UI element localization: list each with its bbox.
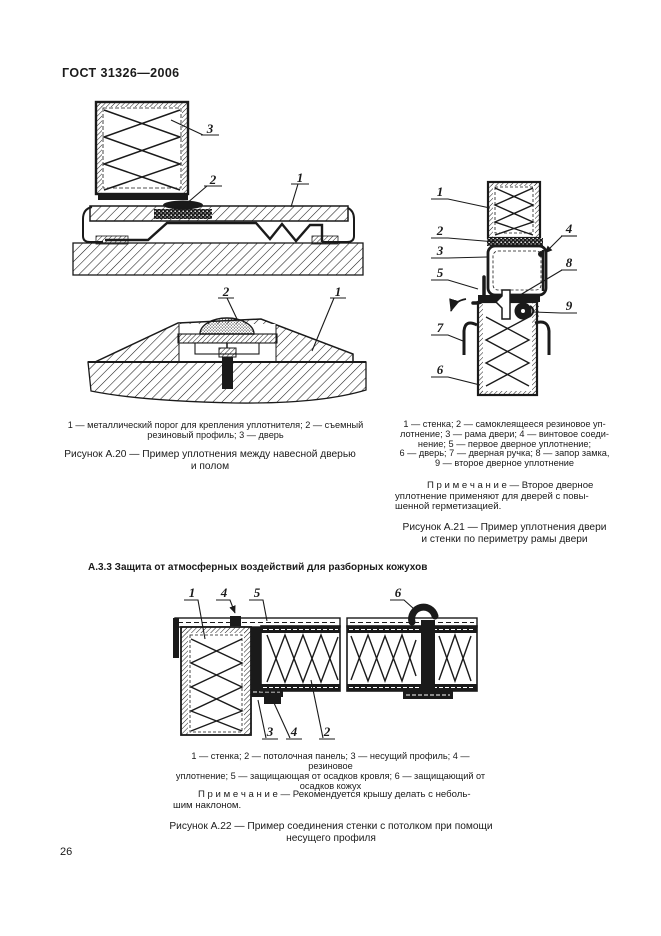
callout-1: 1 [335, 284, 342, 299]
callout-4-bottom: 4 [290, 724, 298, 739]
anchor-bolt [194, 342, 260, 389]
figure-a20-top-drawing: 3 2 1 [72, 100, 364, 276]
rubber-dome-seal [177, 317, 278, 344]
ceiling-panel-right [346, 625, 478, 692]
second-door-seal [514, 302, 535, 320]
callout-3: 3 [436, 243, 444, 258]
figure-a22-drawing: 1 4 5 6 3 4 2 [173, 585, 478, 740]
section-heading: А.3.3 Защита от атмосферных воздействий … [88, 562, 428, 573]
callout-1: 1 [437, 184, 444, 199]
floor-section [72, 242, 364, 276]
callout-2: 2 [222, 284, 230, 299]
callout-5: 5 [254, 585, 261, 600]
adhesive-rubber-seal [487, 238, 543, 246]
callouts: 1 4 5 6 3 4 2 [184, 585, 415, 740]
figure-a21-legend: 1 — стенка; 2 — самоклеящееся резиновое … [399, 419, 610, 469]
figure-a20-bottom-drawing: 2 1 [87, 284, 367, 404]
note-text: П р и м е ч а н и е — Рекомендуется крыш… [173, 789, 471, 811]
swing-arrow [449, 298, 467, 312]
callout-2: 2 [209, 172, 217, 187]
callouts: 2 1 [218, 284, 346, 352]
figure-a22-legend: 1 — стенка; 2 — потолочная панель; 3 — н… [175, 751, 486, 791]
door-handles [462, 320, 551, 355]
page-number: 26 [60, 846, 73, 858]
callout-1: 1 [189, 585, 196, 600]
ceiling-panel-left [260, 625, 341, 692]
wall-panel [180, 626, 252, 736]
page-header: ГОСТ 31326—2006 [62, 66, 180, 80]
rubber-seal-top [230, 616, 241, 626]
figure-a21-drawing: 1 2 3 5 7 6 4 8 9 [431, 180, 577, 397]
door-panel [94, 100, 190, 200]
joint-cover [403, 603, 453, 699]
callout-2: 2 [436, 223, 444, 238]
figure-a22-caption: Рисунок А.22 — Пример соединения стенки … [169, 821, 493, 844]
note-text: П р и м е ч а н и е — Второе дверное упл… [395, 480, 594, 513]
callout-7: 7 [437, 320, 444, 335]
callout-6: 6 [395, 585, 402, 600]
first-door-seal [471, 275, 486, 305]
figure-a21-caption: Рисунок А.21 — Пример уплотнения двери и… [402, 522, 607, 545]
figure-a21-note: П р и м е ч а н и е — Второе дверное упл… [395, 480, 614, 513]
callout-5: 5 [437, 265, 444, 280]
threshold-profile [82, 205, 355, 245]
callout-2: 2 [323, 724, 331, 739]
figure-a20-caption: Рисунок А.20 — Пример уплотнения между н… [64, 449, 356, 472]
carrier-profile [251, 627, 283, 704]
screw-connection [538, 251, 544, 257]
callout-3: 3 [266, 724, 274, 739]
callout-8: 8 [566, 255, 573, 270]
rubber-profile-seal [154, 200, 212, 219]
callout-3: 3 [206, 121, 214, 136]
wall-panel [486, 180, 542, 240]
rubber-seal-bottom [264, 697, 281, 704]
lock-latch [494, 289, 511, 320]
callout-4: 4 [565, 221, 573, 236]
callouts: 3 2 1 [170, 119, 309, 208]
callout-1: 1 [297, 170, 304, 185]
figure-a22-note: П р и м е ч а н и е — Рекомендуется крыш… [173, 789, 521, 811]
figure-a20-legend: 1 — металлический порог для крепления уп… [67, 420, 364, 440]
callouts: 1 2 3 5 7 6 4 8 9 [431, 184, 577, 386]
callout-4-top: 4 [220, 585, 228, 600]
callout-6: 6 [437, 362, 444, 377]
callout-9: 9 [566, 298, 573, 313]
